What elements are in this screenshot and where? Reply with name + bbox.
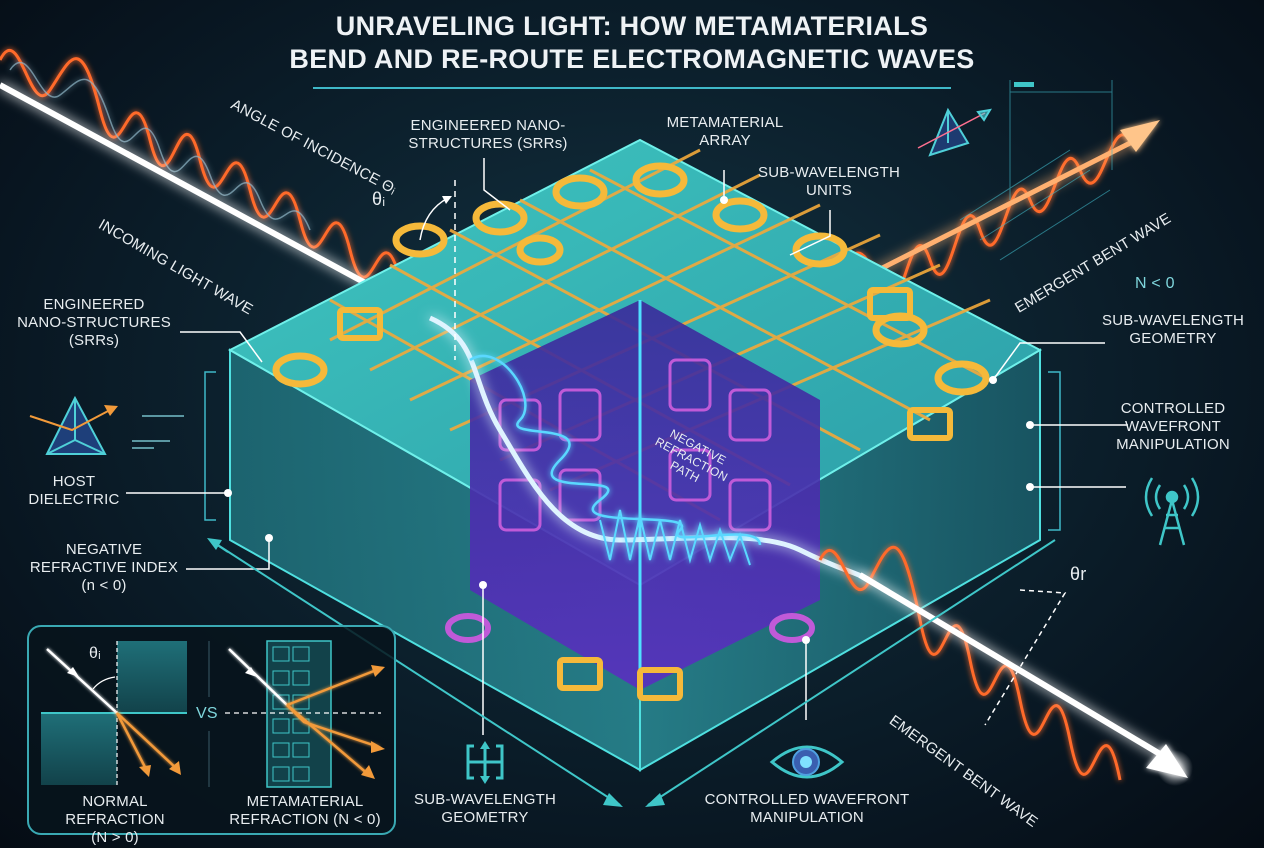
page-title: UNRAVELING LIGHT: HOW METAMATERIALS BEND…: [0, 10, 1264, 76]
prism-icon: [29, 395, 118, 455]
refraction-comparison-panel: θᵢ VS NORMAL REFRACTION (N > 0) METAMATE…: [27, 625, 396, 846]
radio-tower-icon: [1144, 477, 1200, 546]
engineered-nano-structures-left-label: ENGINEERED NANO-STRUCTURES (SRRs): [17, 296, 171, 349]
incoming-ray: [0, 82, 432, 321]
metamaterial-array-label: METAMATERIAL ARRAY: [666, 114, 784, 149]
emergent-arrowhead-top: [1120, 120, 1160, 152]
negative-refractive-index-label: NEGATIVE REFRACTIVE INDEX (n < 0): [29, 541, 179, 594]
n-less-zero-label: N < 0: [1135, 275, 1175, 292]
eye-icon: [769, 745, 845, 779]
engineered-nano-structures-top-label: ENGINEERED NANO- STRUCTURES (SRRs): [408, 117, 568, 152]
sub-wavelength-geometry-right-label: SUB-WAVELENGTH GEOMETRY: [1102, 312, 1244, 347]
theta-i-label: θᵢ: [372, 189, 386, 209]
vs-label: VS: [196, 705, 218, 722]
title-line-1: UNRAVELING LIGHT: HOW METAMATERIALS: [335, 11, 929, 41]
emergent-wave-bottom: [818, 545, 1122, 781]
controlled-wavefront-right-label: CONTROLLED WAVEFRONT MANIPULATION: [1116, 400, 1230, 453]
metamaterial-refraction-label: METAMATERIAL REFRACTION (N < 0): [229, 793, 381, 828]
srr-rings: [272, 162, 990, 396]
sub-wavelength-geometry-bottom-label: SUB-WAVELENGTH GEOMETRY: [414, 791, 556, 826]
incoming-wave: [0, 49, 442, 311]
inset-theta-i-label: θᵢ: [89, 645, 101, 662]
cutaway-interior: [470, 300, 820, 690]
prism-icon-small: [917, 107, 992, 157]
emergent-ray-bottom: [858, 572, 1172, 763]
host-dielectric-label: HOST DIELECTRIC: [28, 473, 120, 508]
normal-refraction-label: NORMAL REFRACTION (N > 0): [65, 793, 165, 846]
sub-wavelength-units-label: SUB-WAVELENGTH UNITS: [758, 164, 900, 199]
refraction-path: [428, 315, 872, 583]
resize-arrows-icon: [466, 744, 504, 780]
theta-r-label: θr: [1070, 564, 1087, 584]
controlled-wavefront-bottom-label: CONTROLLED WAVEFRONT MANIPULATION: [704, 791, 910, 826]
title-line-2: BEND AND RE-ROUTE ELECTROMAGNETIC WAVES: [289, 44, 975, 74]
title-divider: [313, 87, 951, 89]
comparison-diagram: [41, 640, 385, 788]
plot-grid: [959, 80, 1113, 261]
